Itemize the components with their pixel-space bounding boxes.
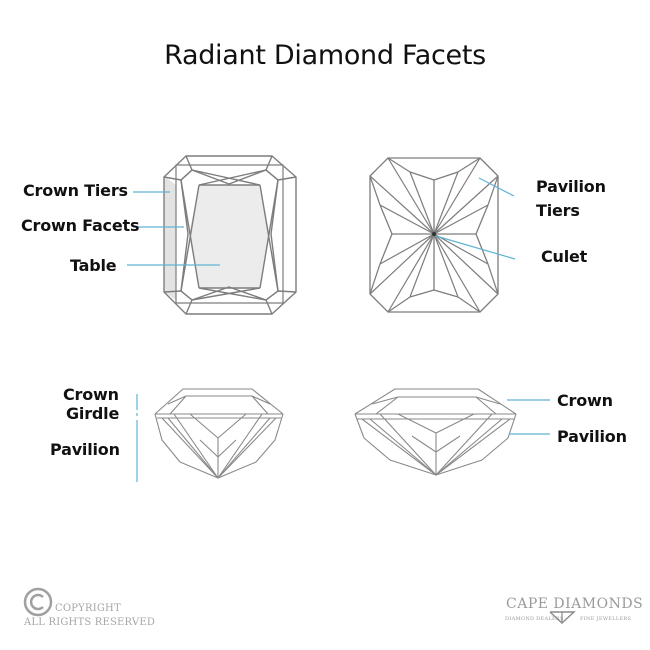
label-crown-tiers: Crown Tiers xyxy=(23,181,128,200)
table-facet xyxy=(189,185,270,288)
side-profile-left xyxy=(154,388,284,479)
label-crown-facets: Crown Facets xyxy=(21,216,140,235)
label-table: Table xyxy=(70,256,117,275)
leader-pavilion-tiers xyxy=(478,177,515,197)
leader-culet xyxy=(435,235,516,260)
label-pavilion-side: Pavilion xyxy=(50,440,120,459)
label-pavilion-tiers-line1: Pavilion xyxy=(536,177,606,196)
label-pavilion-tiers-line2: Tiers xyxy=(536,201,580,220)
label-culet: Culet xyxy=(541,247,588,266)
page-title: Radiant Diamond Facets xyxy=(164,40,486,71)
label-girdle-side: Girdle xyxy=(66,404,120,423)
copyright-line2: ALL RIGHTS RESERVED xyxy=(24,617,156,628)
copyright-line1: COPYRIGHT xyxy=(55,603,121,614)
leader-lines xyxy=(127,177,550,482)
brand-name: CAPE DIAMONDS xyxy=(506,596,644,612)
crown-top-view xyxy=(163,155,297,315)
label-pavilion-right: Pavilion xyxy=(557,427,627,446)
label-crown-side: Crown xyxy=(63,385,119,404)
copyright-icon xyxy=(23,587,53,617)
side-profile-right xyxy=(354,388,517,476)
pavilion-top-view xyxy=(369,157,499,313)
culet-point xyxy=(432,232,436,236)
label-crown-right: Crown xyxy=(557,391,613,410)
diamond-logo-icon xyxy=(549,611,576,624)
brand-tagline-left: DIAMOND DEALERS xyxy=(505,616,564,622)
brand-tagline-right: FINE JEWELLERS xyxy=(580,616,632,622)
